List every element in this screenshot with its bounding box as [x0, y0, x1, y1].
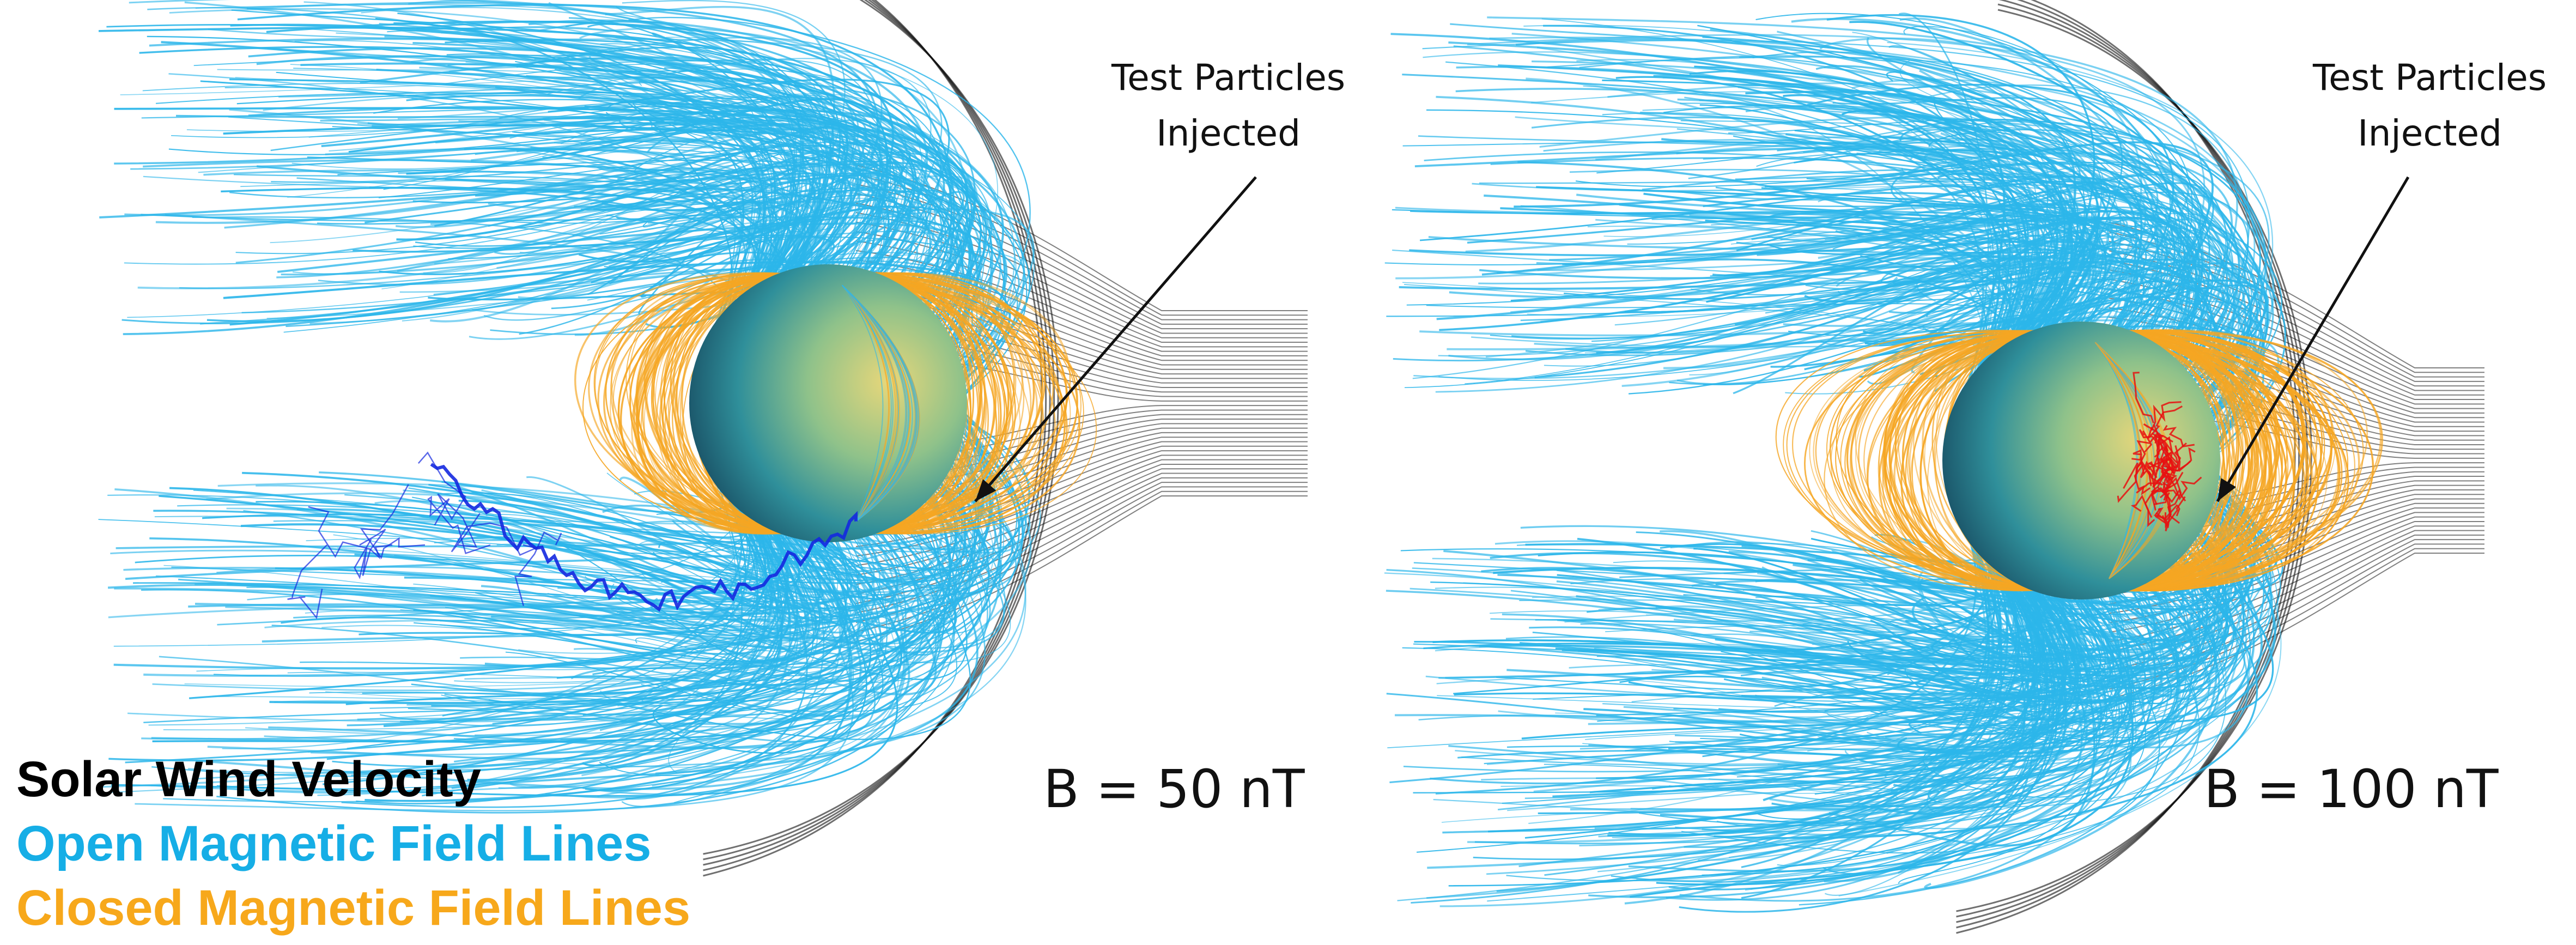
legend-closed-field: Closed Magnetic Field Lines: [16, 880, 691, 936]
left-panel-simulation: [98, 0, 1308, 877]
left-annotation-line1: Test Particles: [1111, 57, 1346, 99]
left-annotation-line2: Injected: [1156, 112, 1301, 154]
right-annotation-line2: Injected: [2358, 112, 2502, 154]
legend-solar-wind: Solar Wind Velocity: [16, 752, 481, 807]
planet-sphere: [689, 264, 967, 542]
left-annotation: Test Particles Injected: [1111, 50, 1345, 161]
right-annotation-line1: Test Particles: [2313, 57, 2547, 99]
surface-field-lines: [2094, 342, 2174, 579]
legend-open-field: Open Magnetic Field Lines: [16, 816, 652, 871]
right-field-strength-label: B = 100 nT: [2204, 759, 2499, 820]
annotation-arrow: [974, 176, 1257, 502]
test-particle-track: [287, 451, 858, 620]
right-panel-simulation: [1384, 0, 2484, 934]
surface-field-lines: [841, 284, 920, 522]
annotation-arrow: [2216, 176, 2410, 502]
test-particle-track: [2117, 372, 2202, 531]
open-field-lines: [1384, 13, 2286, 913]
left-field-strength-label: B = 50 nT: [1043, 759, 1305, 820]
right-annotation: Test Particles Injected: [2313, 50, 2547, 161]
